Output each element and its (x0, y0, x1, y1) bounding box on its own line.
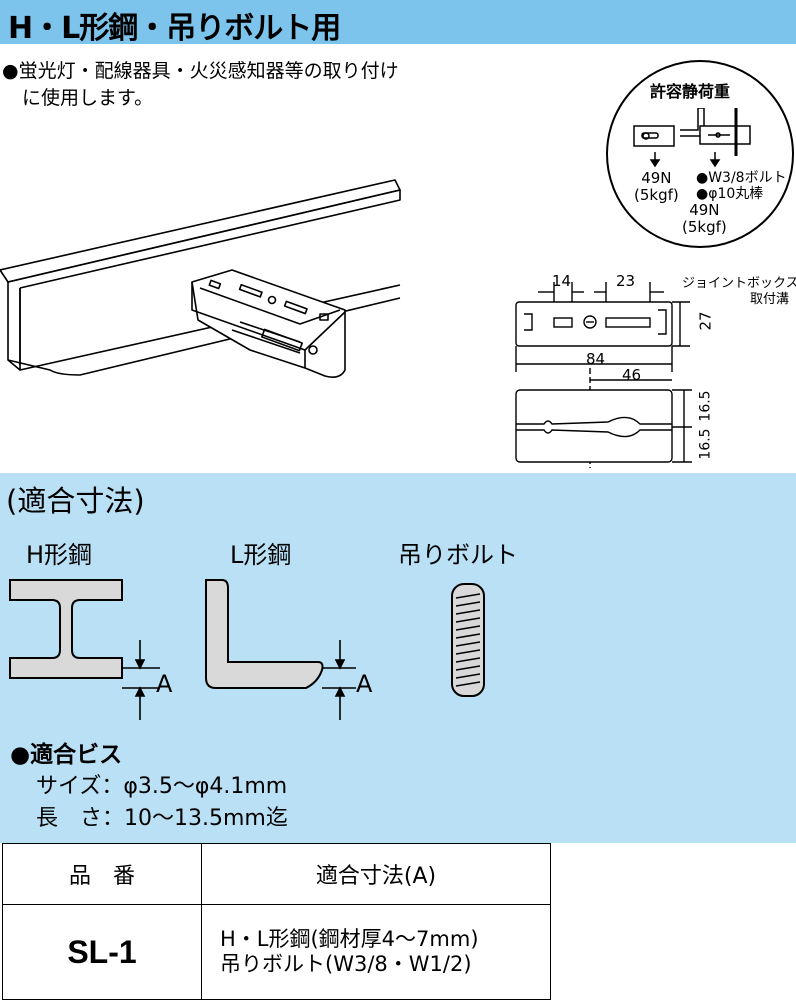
bolt-shape (451, 583, 485, 697)
screw-size-label: サイズ： (36, 774, 124, 799)
product-spec: H・L形鋼(鋼材厚4～7mm) 吊りボルト(W3/8・W1/2) (201, 904, 551, 1000)
dim-84: 84 (586, 350, 606, 368)
h-beam-shape (9, 579, 123, 679)
product-table: 品 番 適合寸法(A) SL-1 H・L形鋼(鋼材厚4～7mm) 吊りボルト(W… (2, 843, 551, 1000)
description-bullet: ● (2, 60, 19, 82)
col-code-header: 品 番 (2, 843, 202, 905)
l-beam-a-label: A (356, 670, 373, 698)
load-rod-label: ●φ10丸棒 (696, 186, 764, 202)
dim-16-5-bottom: 16.5 (697, 428, 714, 460)
product-spec-line-2: 吊りボルト(W3/8・W1/2) (220, 952, 472, 976)
jbox-label-2: 取付溝 (750, 292, 790, 307)
dim-23: 23 (616, 272, 636, 290)
screw-length-label: 長 さ： (36, 806, 125, 831)
product-code: SL-1 (2, 904, 202, 1000)
col-dims-header: 適合寸法(A) (201, 843, 551, 905)
title-bar: H・L形鋼・吊りボルト用 (0, 0, 796, 46)
dim-16-5-top: 16.5 (697, 390, 714, 422)
screw-heading: ●適合ビス (10, 742, 123, 768)
product-table-header: 品 番 適合寸法(A) (2, 843, 551, 905)
bolt-label: 吊りボルト (398, 541, 518, 569)
dimension-drawing (515, 282, 692, 468)
description-line-1: 蛍光灯・配線器具・火災感知器等の取り付け (18, 60, 399, 82)
load-left-n: 49N (641, 169, 672, 187)
load-right-n: 49N (689, 201, 720, 219)
l-beam-label: L形鋼 (230, 541, 292, 569)
load-diagram-figure (633, 108, 751, 168)
h-beam-a-label: A (156, 670, 173, 698)
load-left-kgf: (5kgf) (634, 186, 679, 204)
load-right-kgf: (5kgf) (682, 218, 727, 236)
load-right: ●W3/8ボルト ●φ10丸棒 (696, 170, 787, 202)
product-spec-line-1: H・L形鋼(鋼材厚4～7mm) (220, 927, 479, 951)
compatible-dims-heading: (適合寸法) (6, 484, 145, 518)
screw-length-value: 10～13.5mm迄 (124, 806, 288, 831)
product-illustration (0, 179, 401, 378)
load-bolt-label: ●W3/8ボルト (696, 170, 787, 186)
table-row: SL-1 H・L形鋼(鋼材厚4～7mm) 吊りボルト(W3/8・W1/2) (2, 904, 551, 1000)
dim-46: 46 (622, 366, 642, 384)
compatible-dims-section (0, 473, 796, 843)
dim-14: 14 (552, 272, 572, 290)
load-left: 49N (5kgf) (634, 170, 679, 204)
jbox-label: ジョイントボックス蓋 取付溝 (682, 276, 796, 308)
h-beam-label: H形鋼 (26, 541, 93, 569)
page-title: H・L形鋼・吊りボルト用 (8, 11, 341, 46)
description-line-2: に使用します。 (22, 87, 154, 109)
load-diagram-title: 許容静荷重 (650, 82, 731, 101)
jbox-label-1: ジョイントボックス蓋 (682, 276, 796, 291)
screw-size-value: φ3.5～φ4.1mm (123, 774, 288, 799)
load-diagram (606, 60, 794, 248)
screw-size-row: サイズ：φ3.5～φ4.1mm (36, 768, 287, 800)
load-right-values: 49N (5kgf) (682, 202, 727, 236)
screw-length-row: 長 さ：10～13.5mm迄 (36, 800, 288, 832)
description: ●蛍光灯・配線器具・火災感知器等の取り付け に使用します。 (2, 58, 399, 112)
shapes-figure (9, 579, 485, 720)
dim-27: 27 (696, 311, 715, 331)
l-beam-shape (205, 579, 324, 689)
